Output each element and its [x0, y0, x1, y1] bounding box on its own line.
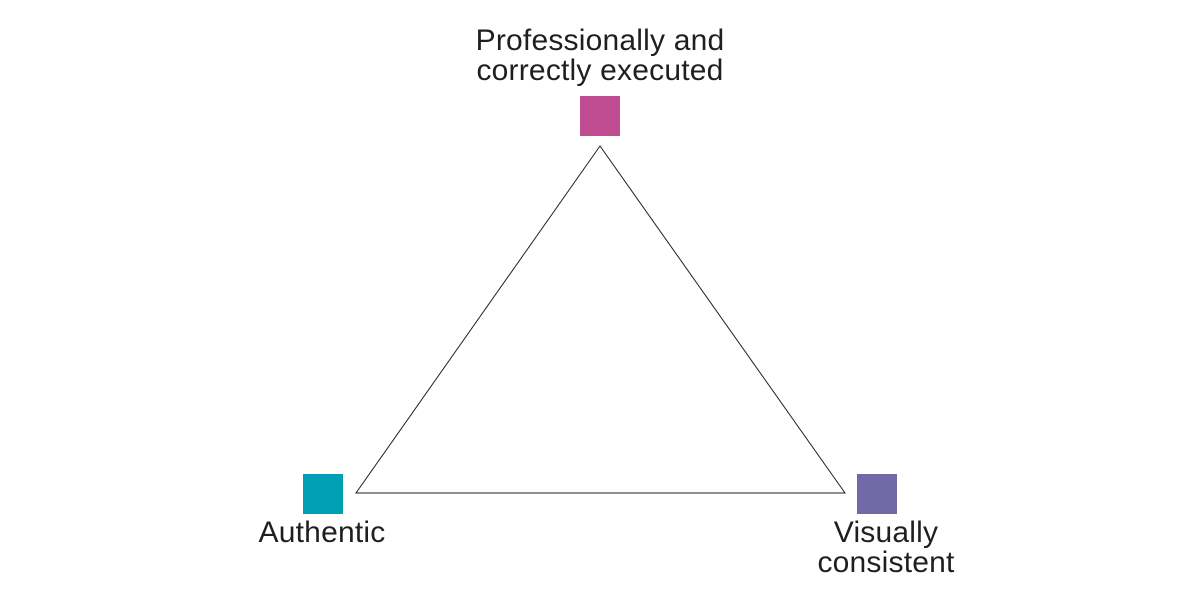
- top-node-label-line1: Professionally and: [475, 24, 725, 57]
- left-marker-square: [303, 474, 343, 514]
- top-node-label-line2: correctly executed: [476, 54, 724, 87]
- right-node-label-line2: consistent: [817, 546, 955, 579]
- top-marker-square: [580, 96, 620, 136]
- left-node-label-line1: Authentic: [258, 516, 386, 549]
- right-marker-square: [857, 474, 897, 514]
- left-node-label: Authentic: [259, 518, 386, 548]
- top-node-label: Professionally and correctly executed: [476, 26, 725, 86]
- triangle-outline: [355, 145, 846, 494]
- right-node-label: Visually consistent: [817, 518, 954, 578]
- right-node-label-line1: Visually: [833, 516, 939, 549]
